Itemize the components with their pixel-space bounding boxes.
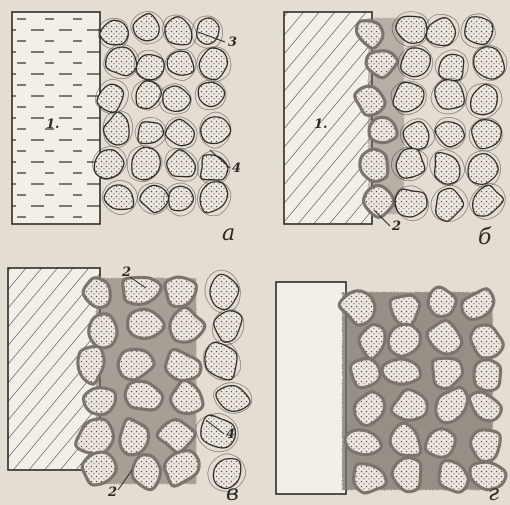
grain (132, 455, 160, 490)
grain (439, 54, 464, 80)
panel-v (8, 268, 252, 491)
grain (163, 86, 191, 111)
callout-3-a: 3 (228, 35, 237, 50)
grain (84, 388, 116, 415)
substrate (276, 282, 346, 494)
grain (104, 112, 129, 145)
grain (468, 154, 498, 185)
grain (197, 18, 219, 44)
grain (388, 324, 420, 356)
grain (104, 185, 133, 209)
grain (138, 122, 163, 144)
grain (401, 48, 431, 77)
grain (435, 153, 460, 184)
grain (201, 117, 231, 144)
grain (435, 122, 464, 147)
panel-b-letter: б (478, 225, 492, 250)
grain (165, 119, 194, 145)
panel-a-letter: a (222, 221, 235, 246)
grain (100, 20, 128, 44)
grain (133, 14, 159, 41)
grain (474, 47, 505, 79)
grain (360, 149, 388, 181)
callout-4-a: 4 (232, 161, 241, 176)
grain (471, 325, 504, 358)
grain (465, 17, 493, 45)
grain (210, 274, 239, 309)
grain (436, 188, 464, 221)
grain (200, 182, 228, 213)
callout-2-b: 2 (391, 219, 401, 234)
grain (425, 429, 455, 457)
grain (214, 311, 242, 342)
callout-2-v-top: 2 (121, 265, 131, 280)
grain (97, 84, 124, 112)
grain (89, 314, 117, 348)
substrate-label-b: 1. (314, 117, 328, 132)
panel-a (12, 11, 231, 224)
grain (428, 287, 456, 317)
grain (140, 185, 169, 212)
grain (426, 18, 455, 46)
panel-g-letter: г (488, 481, 499, 505)
grain (165, 17, 192, 45)
substrate-label-a: 1. (46, 117, 60, 132)
grain (369, 117, 397, 142)
grain (395, 189, 427, 217)
grain (382, 359, 420, 384)
grain (201, 155, 228, 180)
grain (216, 386, 250, 412)
panel-v-letter: в (226, 481, 239, 505)
grain (198, 82, 224, 106)
grain (396, 149, 425, 179)
grain (472, 120, 502, 149)
grain (474, 360, 501, 391)
callout-2-v-bottom: 2 (107, 485, 117, 500)
grain (170, 307, 205, 342)
grain (199, 48, 227, 80)
grain (403, 122, 429, 150)
callout-4-v: 4 (226, 427, 235, 442)
grain (351, 359, 380, 388)
grain (136, 55, 164, 80)
grain (471, 84, 498, 114)
grain (435, 80, 465, 109)
grain (82, 452, 116, 485)
grain (106, 47, 137, 76)
grain (169, 186, 194, 210)
substrate (284, 12, 372, 224)
grain (165, 277, 197, 307)
panel-g (276, 282, 506, 494)
grain (167, 51, 194, 75)
grain (136, 81, 161, 109)
grain (471, 430, 501, 462)
